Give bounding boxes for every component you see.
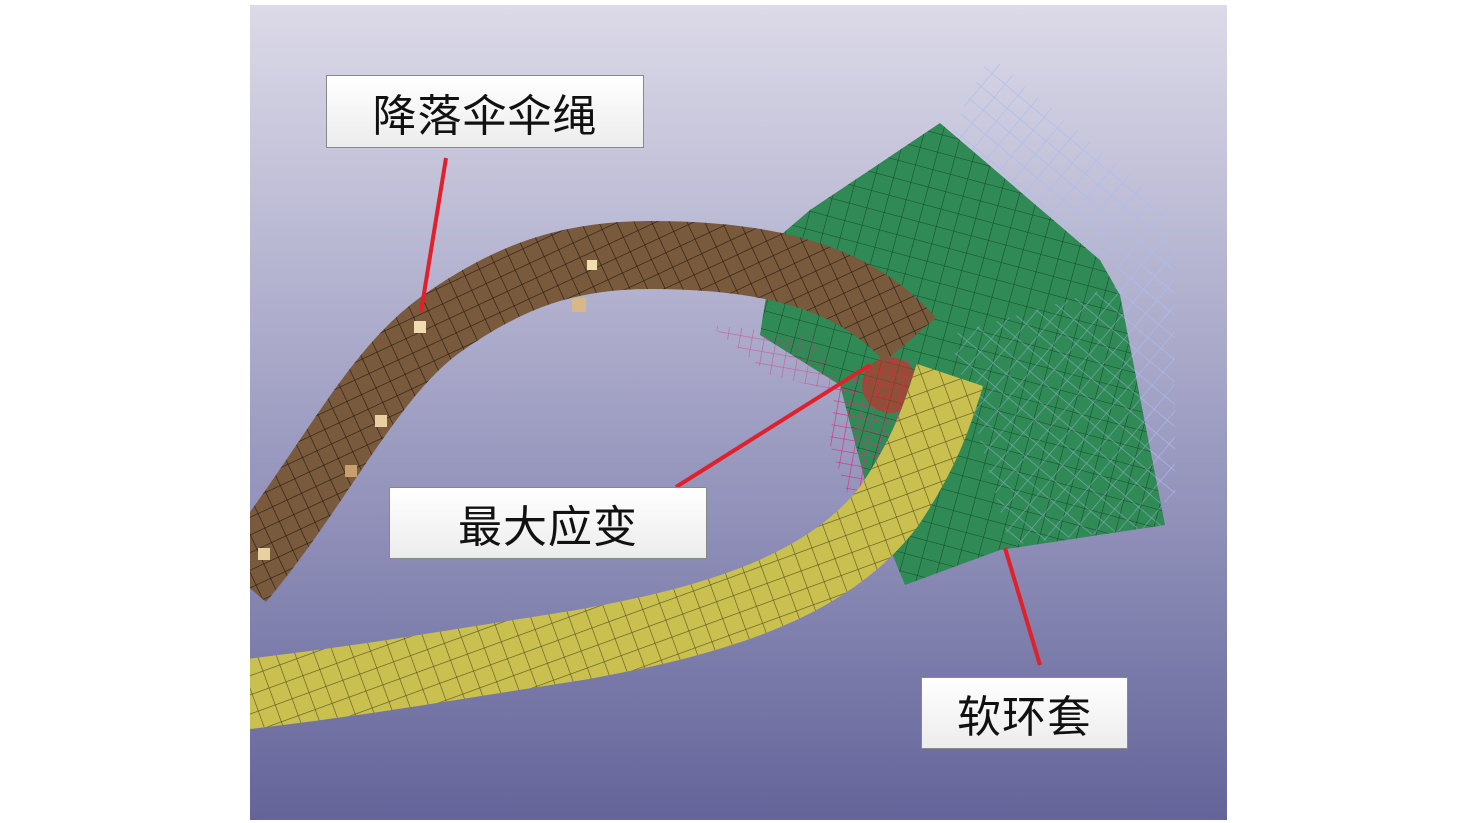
simulation-render — [250, 5, 1227, 820]
soft-loop-sleeve — [760, 123, 1165, 585]
leader-line-max-strain — [674, 363, 872, 489]
leader-lines — [419, 157, 1042, 666]
label-soft-loop-sleeve: 软环套 — [921, 677, 1128, 749]
label-max-strain: 最大应变 — [389, 487, 707, 559]
label-parachute-line: 降落伞伞绳 — [326, 75, 644, 148]
parachute-line-rope — [250, 220, 936, 602]
leader-line-sleeve — [1003, 547, 1042, 666]
loop-strap — [250, 363, 984, 730]
fem-simulation-figure: 降落伞伞绳 最大应变 软环套 — [250, 5, 1227, 820]
leader-line-parachute-line — [419, 157, 448, 313]
